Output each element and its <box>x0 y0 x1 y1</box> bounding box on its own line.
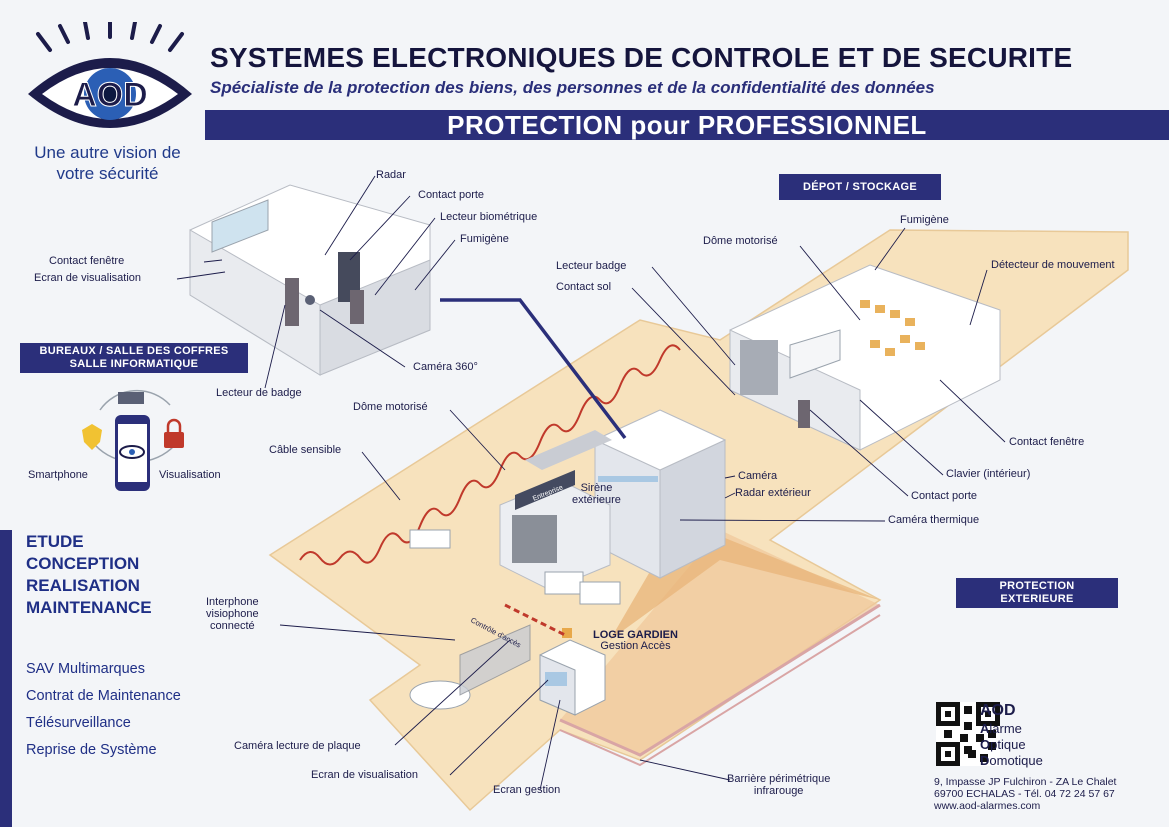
label-ecran-visualisation-left: Ecran de visualisation <box>34 272 142 284</box>
label-contact-sol: Contact sol <box>556 281 612 293</box>
company-name: AOD <box>980 702 1016 719</box>
smartphone-cycle <box>82 389 184 491</box>
company-address: 9, Impasse JP Fulchiron - ZA Le Chalet <box>934 776 1117 788</box>
label-lecteur-de-badge: Lecteur de badge <box>216 387 302 399</box>
label-ecran-gestion: Ecran gestion <box>493 784 561 796</box>
company-line-alarme: Alarme <box>980 721 1022 736</box>
service-contrat: Contrat de Maintenance <box>26 688 181 704</box>
label-sirene: Sirène extérieure <box>572 482 621 506</box>
label-fumigene-office: Fumigène <box>460 233 509 245</box>
label-sirene-line-2: extérieure <box>572 494 621 506</box>
label-barriere-line-1: Barrière périmétrique <box>727 773 831 785</box>
area-label-offices-line-1: BUREAUX / SALLE DES COFFRES <box>39 345 229 357</box>
label-contact-fenetre-left: Contact fenêtre <box>49 255 125 267</box>
label-interphone-line-2: visiophone <box>206 608 259 620</box>
label-loge-gardien: LOGE GARDIEN Gestion Accès <box>593 630 678 652</box>
label-camera: Caméra <box>738 470 778 482</box>
company-line-optique: Optique <box>980 737 1026 752</box>
area-label-storage: DÉPOT / STOCKAGE <box>779 174 941 200</box>
sensitive-cable-fence <box>299 344 681 566</box>
area-label-exterior-line-2: EXTERIEURE <box>1000 593 1074 605</box>
company-line-alarme-rest: larme <box>989 721 1022 736</box>
tagline-line-1: Une autre vision de <box>34 143 181 162</box>
label-cable-sensible: Câble sensible <box>269 444 342 456</box>
service-conception: CONCEPTION <box>26 554 140 573</box>
area-label-exterior-line-1: PROTECTION <box>999 580 1075 592</box>
area-label-exterior: PROTECTION EXTERIEURE <box>956 578 1118 608</box>
label-barriere: Barrière périmétrique infrarouge <box>727 773 830 797</box>
qr-code-icon <box>936 702 1000 766</box>
label-fumigene-storage: Fumigène <box>900 214 949 226</box>
service-maintenance: MAINTENANCE <box>26 598 152 617</box>
label-radar: Radar <box>376 169 406 181</box>
company-line-domotique-initial: D <box>980 753 990 768</box>
label-lecteur-badge: Lecteur badge <box>556 260 627 272</box>
label-contact-porte-top: Contact porte <box>418 189 485 201</box>
guard-house <box>539 628 606 716</box>
page-title: SYSTEMES ELECTRONIQUES DE CONTROLE ET DE… <box>210 42 1073 73</box>
service-realisation: REALISATION <box>26 576 140 595</box>
exterior-fence-zone <box>560 530 880 755</box>
logo-text: AOD <box>72 76 148 114</box>
service-telesurveillance: Télésurveillance <box>26 715 131 731</box>
label-clavier: Clavier (intérieur) <box>946 468 1031 480</box>
company-line-alarme-initial: A <box>980 721 990 736</box>
services-main-list: ETUDE CONCEPTION REALISATION MAINTENANCE <box>26 531 152 619</box>
company-line-domotique-rest: omotique <box>989 753 1043 768</box>
delivery-trucks <box>409 529 621 710</box>
label-contact-porte-right: Contact porte <box>911 490 978 502</box>
label-smartphone: Smartphone <box>28 469 88 481</box>
label-sirene-line-1: Sirène <box>580 482 613 494</box>
company-city-phone: 69700 ECHALAS - Tél. 04 72 24 57 67 <box>934 788 1115 800</box>
area-label-offices: BUREAUX / SALLE DES COFFRES SALLE INFORM… <box>20 343 248 373</box>
protection-banner: PROTECTION pour PROFESSIONNEL <box>205 110 1169 140</box>
label-loge-gardien-line-2: Gestion Accès <box>600 640 671 652</box>
main-building <box>499 409 727 591</box>
sliding-gate <box>459 624 531 696</box>
tagline: Une autre vision de votre sécurité <box>10 142 205 184</box>
label-contact-fenetre-right: Contact fenêtre <box>1009 436 1085 448</box>
label-ecran-visualisation-bottom: Ecran de visualisation <box>311 769 419 781</box>
service-reprise: Reprise de Système <box>26 742 157 758</box>
company-line-domotique: Domotique <box>980 753 1043 768</box>
label-camera-thermique: Caméra thermique <box>888 514 980 526</box>
label-loge-gardien-line-1: LOGE GARDIEN <box>593 629 678 641</box>
services-sidebar-bar <box>0 530 12 827</box>
area-label-offices-line-2: SALLE INFORMATIQUE <box>69 358 199 370</box>
office-building <box>189 184 431 376</box>
company-website[interactable]: www.aod-alarmes.com <box>934 800 1041 812</box>
label-camera-360: Caméra 360° <box>413 361 478 373</box>
service-etude: ETUDE <box>26 532 84 551</box>
storage-warehouse <box>729 264 1001 451</box>
company-line-optique-rest: ptique <box>990 737 1026 752</box>
label-interphone-line-3: connecté <box>209 620 255 632</box>
page-subtitle: Spécialiste de la protection des biens, … <box>210 78 935 97</box>
area-label-storage-text: DÉPOT / STOCKAGE <box>803 180 917 193</box>
label-detecteur-mouvement: Détecteur de mouvement <box>991 259 1115 271</box>
label-radar-exterieur: Radar extérieur <box>735 487 811 499</box>
label-lecteur-biometrique: Lecteur biométrique <box>440 211 538 223</box>
label-camera-plaque: Caméra lecture de plaque <box>234 740 361 752</box>
label-interphone: Interphone visiophone connecté <box>206 596 259 632</box>
label-dome-motorise-center: Dôme motorisé <box>353 401 428 413</box>
label-leader-lines <box>176 175 1006 791</box>
company-line-optique-initial: O <box>980 737 991 752</box>
label-interphone-line-1: Interphone <box>206 596 259 608</box>
label-barriere-line-2: infrarouge <box>753 785 804 797</box>
aod-eye-logo: AOD <box>28 22 192 128</box>
label-dome-motorise-storage: Dôme motorisé <box>703 235 778 247</box>
label-visualisation: Visualisation <box>159 469 221 481</box>
tagline-line-2: votre sécurité <box>56 164 159 183</box>
service-sav: SAV Multimarques <box>26 661 145 677</box>
